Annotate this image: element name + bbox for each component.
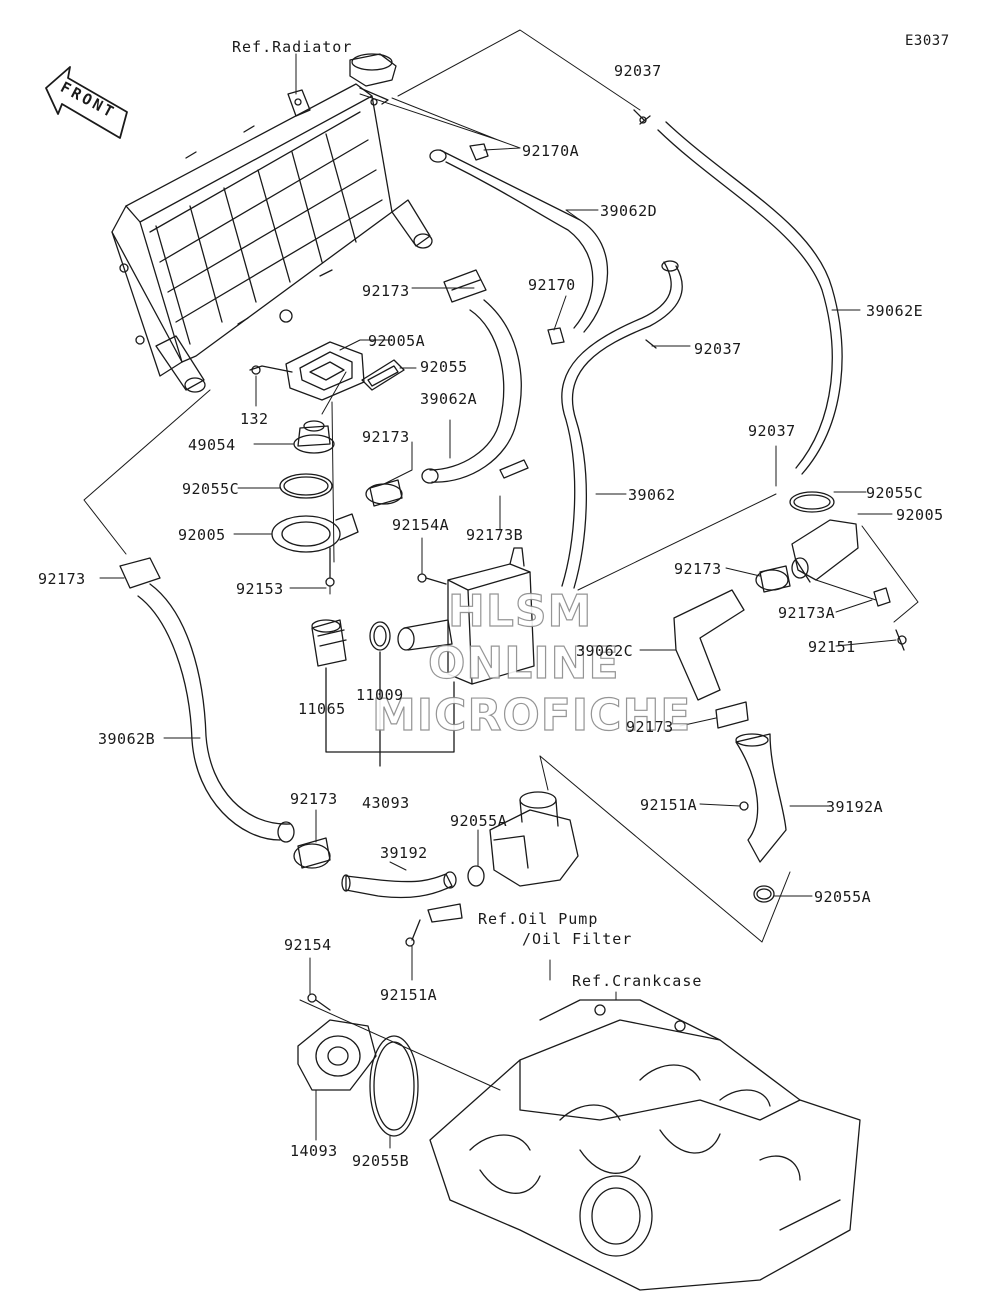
watermark-line-2: ONLINE xyxy=(427,638,620,689)
part-92037-right[interactable]: 92037 xyxy=(748,422,796,440)
part-92005-right[interactable]: 92005 xyxy=(896,506,944,524)
part-92154A[interactable]: 92154A xyxy=(392,516,450,534)
part-49054[interactable]: 49054 xyxy=(188,436,236,454)
part-92055[interactable]: 92055 xyxy=(420,358,468,376)
part-92173-d[interactable]: 92173 xyxy=(626,718,674,736)
part-92173-c[interactable]: 92173 xyxy=(674,560,722,578)
part-92055C-right[interactable]: 92055C xyxy=(866,484,924,502)
part-92055A-right[interactable]: 92055A xyxy=(814,888,872,906)
part-92173-left[interactable]: 92173 xyxy=(38,570,86,588)
part-92173-a[interactable]: 92173 xyxy=(362,282,410,300)
part-39062C[interactable]: 39062C xyxy=(576,642,634,660)
part-92055A-mid[interactable]: 92055A xyxy=(450,812,508,830)
part-92173B[interactable]: 92173B xyxy=(466,526,524,544)
part-92170A[interactable]: 92170A xyxy=(522,142,580,160)
pipe-39192A-drawing xyxy=(735,733,787,863)
hose-39062-drawing xyxy=(561,261,683,589)
part-92170[interactable]: 92170 xyxy=(528,276,576,294)
part-92153[interactable]: 92153 xyxy=(236,580,284,598)
part-92173A[interactable]: 92173A xyxy=(778,604,836,622)
crankcase-drawing xyxy=(429,999,861,1291)
ref-radiator-label: Ref.Radiator xyxy=(232,38,353,56)
part-92005-left[interactable]: 92005 xyxy=(178,526,226,544)
part-92037-mid[interactable]: 92037 xyxy=(694,340,742,358)
hose-39062D-drawing xyxy=(439,149,609,333)
part-92005A[interactable]: 92005A xyxy=(368,332,426,350)
part-39192[interactable]: 39192 xyxy=(380,844,428,862)
part-39062D[interactable]: 39062D xyxy=(600,202,658,220)
hose-39062E-drawing xyxy=(657,121,843,475)
ref-oil-filter-label: /Oil Filter xyxy=(522,930,633,948)
pipe-39192-drawing xyxy=(345,873,453,899)
part-39062A[interactable]: 39062A xyxy=(420,390,478,408)
part-92055C-left[interactable]: 92055C xyxy=(182,480,240,498)
part-43093[interactable]: 43093 xyxy=(362,794,410,812)
pump-cover-drawing xyxy=(297,1019,377,1091)
part-92037-top[interactable]: 92037 xyxy=(614,62,662,80)
part-92055B[interactable]: 92055B xyxy=(352,1152,410,1170)
watermark-line-1: HLSM xyxy=(447,586,593,637)
ref-oil-pump-label: Ref.Oil Pump xyxy=(478,910,599,928)
part-39062[interactable]: 39062 xyxy=(628,486,676,504)
part-11065[interactable]: 11065 xyxy=(298,700,346,718)
part-39192A[interactable]: 39192A xyxy=(826,798,884,816)
water-pump-drawing xyxy=(489,809,579,887)
hose-39062C-drawing xyxy=(673,589,745,701)
part-92173-e[interactable]: 92173 xyxy=(290,790,338,808)
part-92151A-bottom[interactable]: 92151A xyxy=(380,986,438,1004)
part-92151A-right[interactable]: 92151A xyxy=(640,796,698,814)
part-14093[interactable]: 14093 xyxy=(290,1142,338,1160)
front-arrow-icon xyxy=(45,66,128,139)
part-92151[interactable]: 92151 xyxy=(808,638,856,656)
part-39062E[interactable]: 39062E xyxy=(866,302,924,320)
part-11009[interactable]: 11009 xyxy=(356,686,404,704)
watermark-line-3: MICROFICHE xyxy=(371,690,692,741)
part-132[interactable]: 132 xyxy=(240,410,269,428)
ref-crankcase-label: Ref.Crankcase xyxy=(572,972,703,990)
hose-39062A-drawing xyxy=(429,299,522,483)
diagram-code: E3037 xyxy=(905,33,950,49)
part-92154[interactable]: 92154 xyxy=(284,936,332,954)
radiator-drawing xyxy=(111,53,433,393)
hose-39062B-drawing xyxy=(137,583,291,841)
part-39062B[interactable]: 39062B xyxy=(98,730,156,748)
part-92173-b[interactable]: 92173 xyxy=(362,428,410,446)
